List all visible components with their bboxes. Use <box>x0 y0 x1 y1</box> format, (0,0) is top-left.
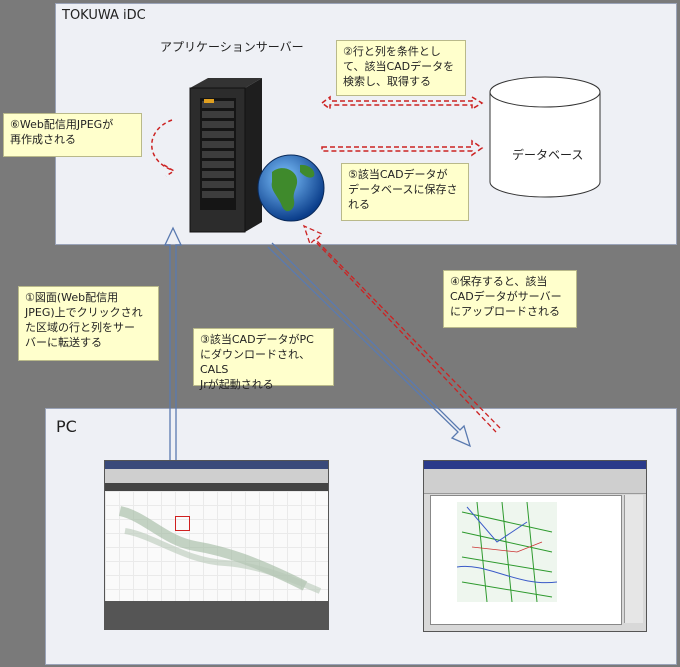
note-step6: ⑥Web配信用JPEGが 再作成される <box>3 113 142 157</box>
pc-panel-title: PC <box>56 417 77 436</box>
note-step5: ⑤該当CADデータが データベースに保存さ れる <box>341 163 469 221</box>
note-step3: ③該当CADデータがPC にダウンロードされ、CALS Jrが起動される <box>193 328 334 391</box>
idc-panel-title: TOKUWA iDC <box>62 8 146 23</box>
database-label: データベース <box>512 148 584 162</box>
note-step4: ④保存すると、該当 CADデータがサーバー にアップロードされる <box>443 270 577 328</box>
screenshot-jpeg-viewer <box>104 460 329 630</box>
note-step1: ①図面(Web配信用 JPEG)上でクリックされ た区域の行と列をサー バーに転… <box>18 286 159 361</box>
note-step2: ②行と列を条件とし て、該当CADデータを 検索し、取得する <box>336 40 466 96</box>
app-server-label: アプリケーションサーバー <box>160 40 304 54</box>
screenshot-cad-app <box>423 460 647 632</box>
clicked-area-marker <box>175 516 190 531</box>
